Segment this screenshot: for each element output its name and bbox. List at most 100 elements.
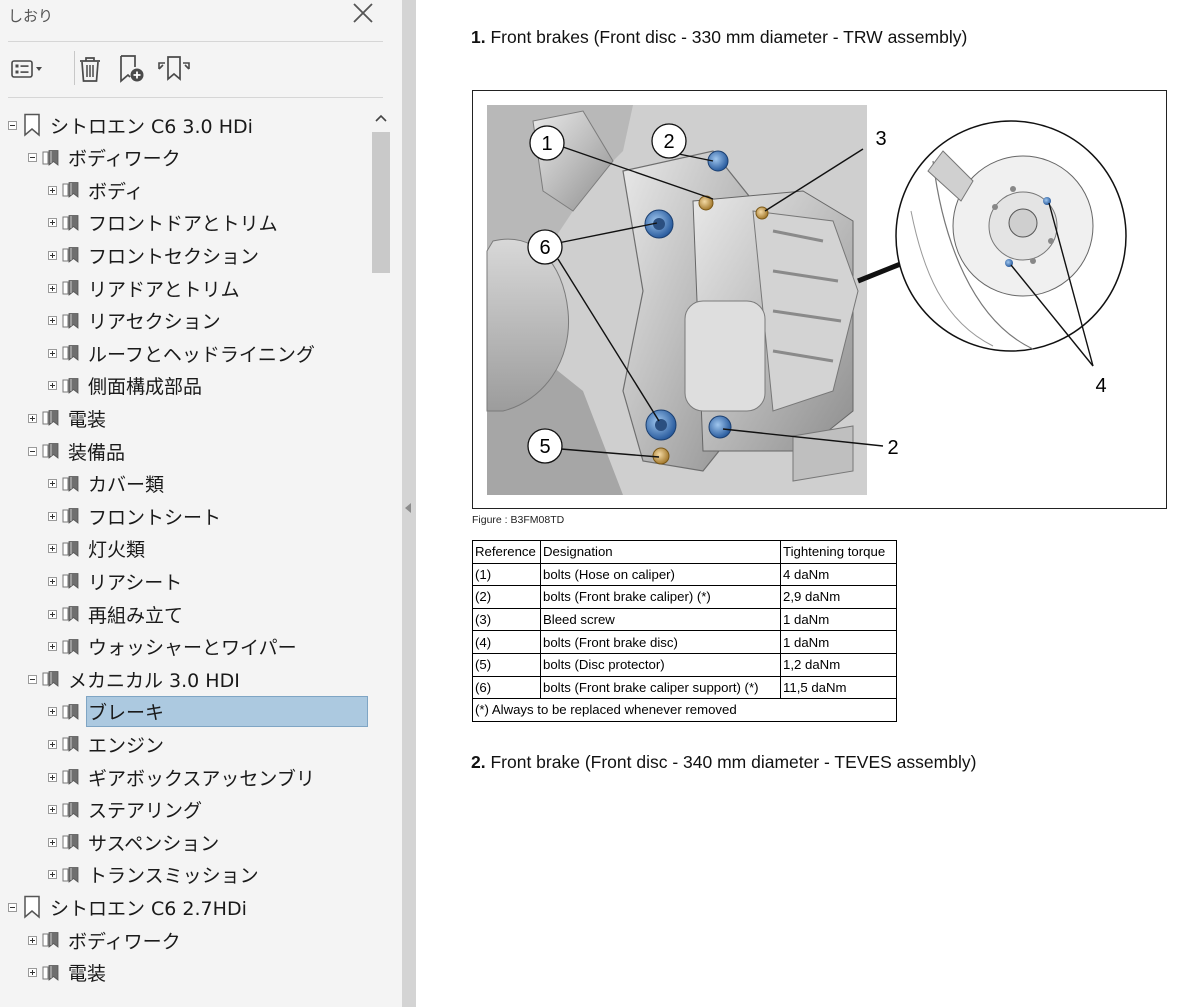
close-panel-button[interactable] xyxy=(350,2,376,28)
expand-toggle-icon[interactable] xyxy=(48,185,57,195)
table-cell: (3) xyxy=(472,607,541,632)
delete-bookmark-button[interactable] xyxy=(74,51,106,87)
expand-toggle-icon[interactable] xyxy=(48,642,57,652)
expand-toggle-icon[interactable] xyxy=(48,283,57,293)
expand-toggle-icon[interactable] xyxy=(48,218,57,228)
bookmark-stack-icon xyxy=(62,181,80,199)
bookmark-stack-icon xyxy=(62,735,80,753)
table-row: (2)bolts (Front brake caliper) (*)2,9 da… xyxy=(472,585,897,609)
bookmark-label: ボディワーク xyxy=(68,148,181,171)
collapse-toggle-icon[interactable] xyxy=(28,153,37,163)
callout-label: 4 xyxy=(1095,375,1106,397)
scroll-up-button[interactable] xyxy=(371,108,391,128)
bookmark-root[interactable]: シトロエン C6 2.7HDi xyxy=(8,892,249,922)
bookmark-item[interactable]: フロントセクション xyxy=(48,240,261,270)
new-bookmark-button[interactable] xyxy=(114,51,148,87)
table-cell: bolts (Front brake disc) xyxy=(540,630,781,654)
table-row: (4)bolts (Front brake disc)1 daNm xyxy=(472,630,897,654)
table-cell: (5) xyxy=(472,652,541,677)
table-cell: Bleed screw xyxy=(540,607,781,632)
bookmark-label: メカニカル 3.0 HDI xyxy=(68,669,240,692)
collapse-toggle-icon[interactable] xyxy=(28,446,37,456)
find-bookmark-icon xyxy=(158,56,190,81)
figure-caption: Figure : B3FM08TD xyxy=(472,514,565,526)
bookmark-stack-icon xyxy=(62,638,80,656)
bookmarks-scrollbar[interactable] xyxy=(371,108,391,1007)
expand-toggle-icon[interactable] xyxy=(48,576,57,586)
bookmark-stack-icon xyxy=(62,246,80,264)
expand-toggle-icon[interactable] xyxy=(28,935,37,945)
expand-toggle-icon[interactable] xyxy=(48,707,57,717)
bookmark-item[interactable]: 灯火類 xyxy=(48,534,147,564)
bookmark-stack-icon xyxy=(42,964,60,982)
scroll-thumb[interactable] xyxy=(372,132,390,273)
bookmark-root[interactable]: シトロエン C6 3.0 HDi xyxy=(8,110,255,140)
bookmark-outline-icon xyxy=(22,113,42,137)
collapse-arrow-icon[interactable] xyxy=(405,503,411,513)
bookmark-item[interactable]: リアセクション xyxy=(48,306,223,336)
bookmark-item[interactable]: カバー類 xyxy=(48,469,166,499)
column-header: Reference xyxy=(472,540,541,564)
bookmark-item[interactable]: ルーフとヘッドライニング xyxy=(48,338,317,368)
expand-toggle-icon[interactable] xyxy=(48,511,57,521)
torque-table: Reference Designation Tightening torque … xyxy=(472,540,897,722)
bookmark-label: トランスミッション xyxy=(88,865,259,888)
list-options-icon xyxy=(11,60,42,78)
bookmark-item[interactable]: ステアリング xyxy=(48,795,204,825)
section-number: 1. xyxy=(471,27,486,47)
bookmark-item[interactable]: 電装 xyxy=(28,958,108,988)
bookmark-item[interactable]: ボディ xyxy=(48,175,146,205)
bookmark-label: ギアボックスアッセンブリ xyxy=(88,767,315,790)
find-current-bookmark-button[interactable] xyxy=(156,51,192,87)
expand-toggle-icon[interactable] xyxy=(48,250,57,260)
expand-toggle-icon[interactable] xyxy=(48,544,57,554)
expand-toggle-icon[interactable] xyxy=(48,609,57,619)
bookmark-stack-icon xyxy=(62,703,80,721)
expand-toggle-icon[interactable] xyxy=(28,413,37,423)
expand-toggle-icon[interactable] xyxy=(48,837,57,847)
bookmark-stack-icon xyxy=(62,507,80,525)
expand-toggle-icon[interactable] xyxy=(28,968,37,978)
panel-splitter[interactable] xyxy=(402,0,416,1007)
collapse-toggle-icon[interactable] xyxy=(28,674,37,684)
expand-toggle-icon[interactable] xyxy=(48,381,57,391)
bookmark-item[interactable]: 再組み立て xyxy=(48,599,185,629)
bookmark-item[interactable]: リアドアとトリム xyxy=(48,273,242,303)
bookmark-item[interactable]: 装備品 xyxy=(28,436,127,466)
bookmark-item[interactable]: ウォッシャーとワイパー xyxy=(48,632,299,662)
bookmarks-toolbar xyxy=(8,49,383,89)
bookmark-stack-icon xyxy=(62,605,80,623)
bookmark-item[interactable]: 電装 xyxy=(28,403,108,433)
callout-label: 2 xyxy=(887,437,898,459)
section-heading-1: 1. Front brakes (Front disc - 330 mm dia… xyxy=(471,27,967,48)
bookmark-item[interactable]: 側面構成部品 xyxy=(48,371,204,401)
table-cell: (6) xyxy=(472,675,541,700)
expand-toggle-icon[interactable] xyxy=(48,348,57,358)
bookmark-item[interactable]: メカニカル 3.0 HDI xyxy=(28,664,242,694)
collapse-toggle-icon[interactable] xyxy=(8,902,17,912)
expand-toggle-icon[interactable] xyxy=(48,772,57,782)
bookmark-label: 灯火類 xyxy=(88,539,146,562)
collapse-toggle-icon[interactable] xyxy=(8,120,17,130)
bookmark-item[interactable]: サスペンション xyxy=(48,827,221,857)
options-menu-button[interactable] xyxy=(8,51,48,87)
expand-toggle-icon[interactable] xyxy=(48,479,57,489)
expand-toggle-icon[interactable] xyxy=(48,870,57,880)
expand-toggle-icon[interactable] xyxy=(48,316,57,326)
bookmark-item[interactable]: ボディワーク xyxy=(28,143,183,173)
bookmark-item[interactable]: フロントシート xyxy=(48,501,223,531)
bookmark-label: リアセクション xyxy=(88,311,221,334)
bookmark-item[interactable]: ブレーキ xyxy=(48,696,368,728)
expand-toggle-icon[interactable] xyxy=(48,739,57,749)
bookmark-item[interactable]: エンジン xyxy=(48,729,166,759)
bookmark-label: ブレーキ xyxy=(86,696,368,728)
bookmark-label: ステアリング xyxy=(88,800,203,823)
bookmark-item[interactable]: リアシート xyxy=(48,566,184,596)
bookmark-item[interactable]: トランスミッション xyxy=(48,860,261,890)
bookmark-item[interactable]: ボディワーク xyxy=(28,925,183,955)
bookmark-item[interactable]: ギアボックスアッセンブリ xyxy=(48,762,317,792)
bookmark-item[interactable]: フロントドアとトリム xyxy=(48,208,280,238)
bookmark-stack-icon xyxy=(62,279,80,297)
expand-toggle-icon[interactable] xyxy=(48,805,57,815)
bookmark-stack-icon xyxy=(42,442,60,460)
